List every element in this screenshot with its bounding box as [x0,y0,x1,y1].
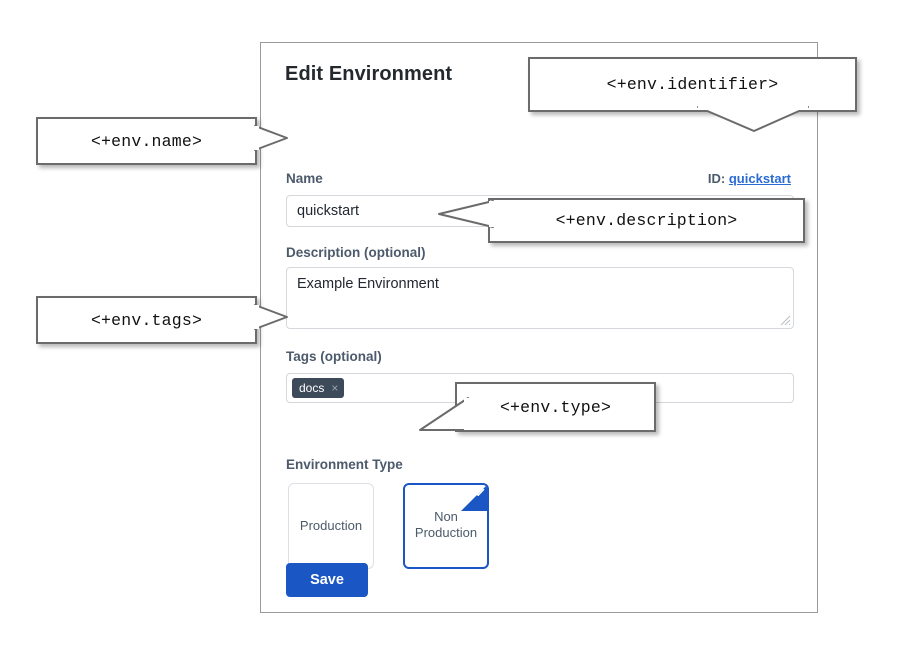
page-title: Edit Environment [285,63,453,85]
type-card-non-production-label: Non Production [414,509,478,540]
callout-env-identifier: <+env.identifier> [528,57,857,112]
name-label: Name [286,171,323,186]
environment-type-label: Environment Type [286,457,403,472]
type-card-production-label: Production [299,518,363,533]
callout-env-tags-tail [253,304,288,330]
callout-env-type-text: <+env.type> [499,397,612,417]
callout-env-description-text: <+env.description> [555,211,738,230]
tag-chip[interactable]: docs × [292,378,345,398]
callout-env-description: <+env.description> [488,198,805,243]
type-card-non-production[interactable]: Non Production [403,483,489,569]
callout-env-tags: <+env.tags> [36,296,257,344]
callout-env-description-tail [438,200,497,228]
environment-id-prefix: ID: [707,171,726,186]
description-textarea[interactable]: Example Environment [286,267,794,329]
tag-chip-label: docs [299,381,325,395]
tags-label: Tags (optional) [286,349,382,364]
callout-env-name-tail [253,125,288,151]
callout-env-type: <+env.type> [455,382,656,432]
environment-id: ID: quickstart [708,171,791,186]
environment-id-link[interactable]: quickstart [728,171,791,186]
callout-env-name-text: <+env.name> [90,131,203,151]
check-icon [461,485,487,511]
close-icon[interactable]: × [331,381,339,395]
callout-env-identifier-tail [697,105,809,132]
callout-env-type-tail [419,397,474,431]
callout-env-identifier-text: <+env.identifier> [606,75,779,94]
type-card-production[interactable]: Production [288,483,374,569]
save-button[interactable]: Save [286,563,368,597]
callout-env-tags-text: <+env.tags> [90,310,203,330]
callout-env-name: <+env.name> [36,117,257,165]
description-label: Description (optional) [286,245,426,260]
